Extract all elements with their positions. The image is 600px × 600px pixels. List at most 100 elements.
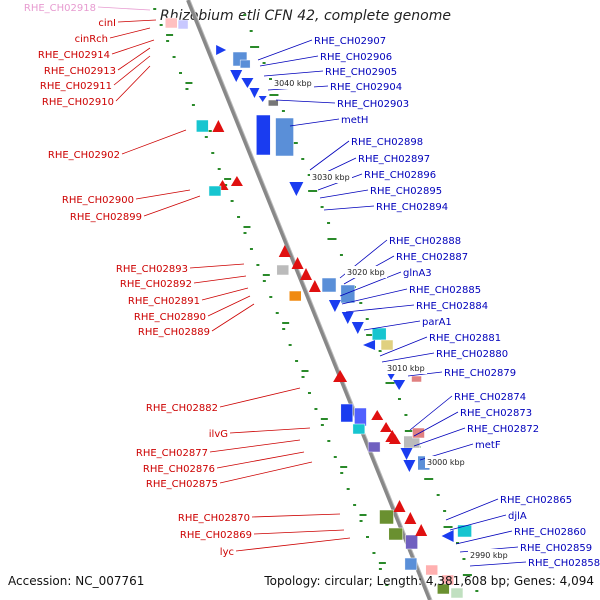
gene-label-right: RHE_CH02865 xyxy=(500,495,572,506)
gene-block xyxy=(276,264,290,276)
gene-arrow xyxy=(400,448,413,460)
leader-line xyxy=(113,55,151,86)
gene-label-right: RHE_CH02887 xyxy=(396,252,468,263)
leader-line xyxy=(193,275,247,284)
leader-line xyxy=(209,439,301,453)
gene-arrow xyxy=(371,410,384,420)
backbone-shadow xyxy=(189,0,433,600)
gene-block xyxy=(425,564,438,576)
tick-mark xyxy=(365,318,369,320)
tick-mark xyxy=(443,526,451,528)
gene-label-left: RHE_CH02900 xyxy=(62,195,134,206)
tick-mark xyxy=(237,216,241,218)
leader-line xyxy=(309,140,350,171)
tick-mark xyxy=(282,328,286,330)
map-title: Rhizobium etli CFN 42, complete genome xyxy=(160,8,451,24)
tick-mark xyxy=(262,274,270,276)
tick-mark xyxy=(307,392,311,394)
tick-mark xyxy=(346,488,350,490)
gene-label-left: RHE_CH02918 xyxy=(24,3,96,14)
scale-label-bg xyxy=(425,456,467,468)
tick-mark xyxy=(308,190,316,192)
tick-mark xyxy=(185,82,193,84)
scale-label-bg xyxy=(468,549,510,561)
tick-mark xyxy=(449,526,453,528)
gene-label-right: RHE_CH02906 xyxy=(320,52,392,63)
leader-line xyxy=(121,129,187,155)
tick-mark xyxy=(159,24,163,26)
gene-label-right: RHE_CH02872 xyxy=(467,424,539,435)
leader-line xyxy=(235,537,351,552)
gene-label-left: RHE_CH02899 xyxy=(70,212,142,223)
gene-label-right: metH xyxy=(341,115,368,126)
scale-label-bg xyxy=(385,362,427,374)
gene-block xyxy=(352,423,366,435)
tick-mark xyxy=(211,152,215,154)
leader-line xyxy=(381,352,435,363)
tick-mark xyxy=(327,222,331,224)
leader-line xyxy=(379,336,428,357)
gene-arrow xyxy=(351,322,364,334)
tick-mark xyxy=(295,360,299,362)
tick-mark xyxy=(378,568,382,570)
tick-mark xyxy=(436,494,440,496)
tick-mark xyxy=(456,542,460,544)
gene-block xyxy=(411,375,422,383)
tick-mark xyxy=(243,232,247,234)
tick-mark xyxy=(391,382,395,384)
leader-line xyxy=(259,55,319,67)
accession-text: Accession: NC_007761 xyxy=(8,574,145,588)
gene-arrow xyxy=(404,512,417,524)
gene-label-left: RHE_CH02910 xyxy=(42,97,114,108)
leader-line xyxy=(211,303,255,332)
gene-label-left: RHE_CH02913 xyxy=(44,66,116,77)
gene-label-left: RHE_CH02876 xyxy=(143,464,215,475)
tick-mark xyxy=(250,46,258,48)
leader-line xyxy=(207,295,251,317)
tick-mark xyxy=(430,478,434,480)
gene-block xyxy=(379,509,394,525)
scale-label: 3020 kbp xyxy=(347,268,385,277)
leader-line xyxy=(445,498,499,521)
leader-line xyxy=(345,304,415,313)
gene-label-left: cinI xyxy=(98,18,116,29)
leader-line xyxy=(229,427,311,434)
gene-arrow xyxy=(278,245,291,257)
tick-mark xyxy=(307,174,311,176)
genome-backbone xyxy=(186,0,432,600)
leader-line xyxy=(201,287,249,301)
gene-block xyxy=(321,277,337,293)
tick-mark xyxy=(249,248,253,250)
tick-mark xyxy=(366,334,374,336)
leader-line xyxy=(253,529,345,535)
tick-mark xyxy=(320,424,324,426)
gene-label-right: glnA3 xyxy=(403,268,432,279)
leader-line xyxy=(413,427,466,447)
tick-mark xyxy=(256,46,260,48)
tick-mark xyxy=(378,562,386,564)
gene-block xyxy=(388,527,404,541)
gene-block xyxy=(289,290,302,302)
leader-line xyxy=(135,189,191,200)
gene-arrow xyxy=(308,280,321,292)
gene-label-right: djlA xyxy=(508,511,527,522)
gene-label-left: RHE_CH02882 xyxy=(146,403,218,414)
gene-label-right: RHE_CH02907 xyxy=(314,36,386,47)
gene-label-left: RHE_CH02892 xyxy=(120,279,192,290)
gene-block xyxy=(268,99,279,107)
tick-mark xyxy=(172,56,176,58)
tick-mark xyxy=(281,110,285,112)
leader-line xyxy=(97,6,151,11)
leader-line xyxy=(257,39,313,61)
tick-mark xyxy=(404,430,412,432)
leader-line xyxy=(341,288,408,305)
gene-arrow xyxy=(291,257,304,269)
tick-mark xyxy=(340,466,348,468)
gene-label-right: RHE_CH02879 xyxy=(444,368,516,379)
leader-line xyxy=(455,530,513,545)
gene-block xyxy=(256,114,271,156)
scale-label-bg xyxy=(345,266,387,278)
gene-label-left: RHE_CH02889 xyxy=(138,327,210,338)
gene-label-left: RHE_CH02914 xyxy=(38,50,110,61)
gene-arrow xyxy=(415,524,428,536)
